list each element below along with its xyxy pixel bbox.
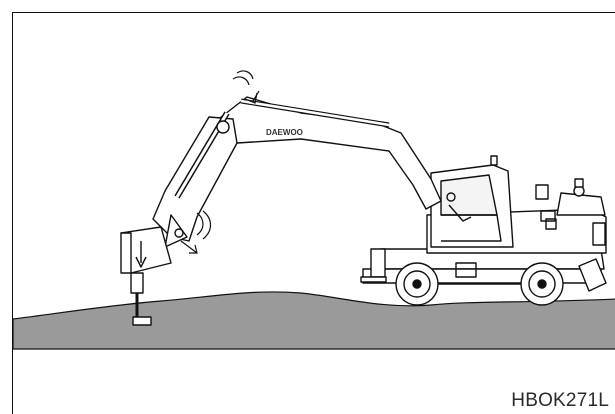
brand-text: DAEWOO	[266, 128, 303, 137]
rear-wheel	[521, 263, 563, 305]
front-support	[371, 249, 385, 277]
excavator-icon: DAEWOO	[153, 97, 606, 305]
figure-frame: DAEWOO	[12, 12, 615, 414]
excavator-breaker-illustration: DAEWOO	[12, 12, 615, 414]
ground	[13, 292, 615, 349]
figure-caption: HBOK271L	[511, 390, 609, 412]
arm	[153, 117, 237, 241]
front-wheel	[396, 263, 438, 305]
